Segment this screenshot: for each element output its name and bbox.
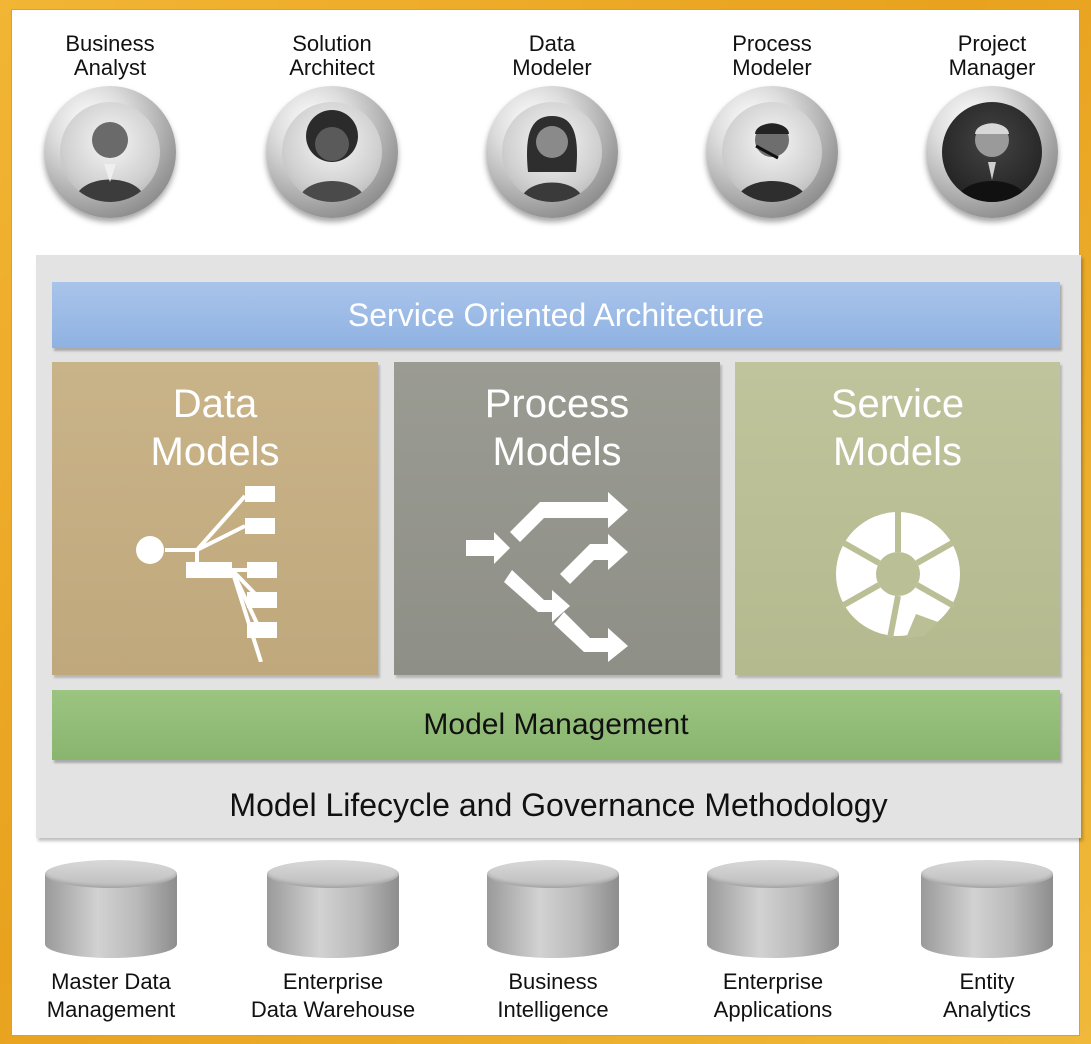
service-models-block: Service Models [735, 362, 1060, 675]
role-business-analyst: Business Analyst [10, 0, 210, 218]
role-process-modeler: Process Modeler [672, 0, 872, 218]
store-label: Enterprise Data Warehouse [250, 969, 416, 1022]
process-models-block: Process Models [394, 362, 720, 675]
avatar [926, 86, 1058, 218]
database-cylinder-icon [267, 860, 399, 960]
role-title: Data Modeler [512, 31, 592, 80]
role-title: Business Analyst [65, 31, 155, 80]
role-data-modeler: Data Modeler [452, 0, 652, 218]
store-label: Master Data Management [46, 969, 176, 1022]
role-title: Project Manager [948, 31, 1036, 80]
segmented-ring-icon [836, 510, 960, 639]
avatar [706, 86, 838, 218]
data-models-block: Data Models [52, 362, 378, 675]
model-title: Data Models [150, 382, 280, 474]
store-enterprise-data-warehouse: Enterprise Data Warehouse [228, 860, 438, 1024]
model-title: Process Models [484, 382, 630, 474]
store-label: Enterprise Applications [713, 969, 833, 1022]
avatar [486, 86, 618, 218]
role-project-manager: Project Manager [892, 0, 1091, 218]
store-label: Entity Analytics [942, 969, 1032, 1022]
role-title: Solution Architect [289, 31, 375, 80]
role-title: Process Modeler [732, 31, 812, 80]
tree-hierarchy-icon [136, 486, 277, 662]
store-label: Business Intelligence [497, 969, 609, 1022]
store-enterprise-applications: Enterprise Applications [668, 860, 878, 1024]
governance-methodology-label: Model Lifecycle and Governance Methodolo… [229, 786, 888, 823]
store-master-data-management: Master Data Management [6, 860, 216, 1024]
store-entity-analytics: Entity Analytics [882, 860, 1091, 1024]
store-business-intelligence: Business Intelligence [448, 860, 658, 1024]
avatar [44, 86, 176, 218]
role-solution-architect: Solution Architect [232, 0, 432, 218]
model-management-layer: Model Management [52, 690, 1060, 760]
process-flow-arrows-icon [466, 492, 628, 662]
soa-layer: Service Oriented Architecture [52, 282, 1060, 348]
database-cylinder-icon [487, 860, 619, 960]
database-cylinder-icon [921, 860, 1053, 960]
model-title: Service Models [830, 382, 965, 474]
avatar [266, 86, 398, 218]
database-cylinder-icon [707, 860, 839, 960]
database-cylinder-icon [45, 860, 177, 960]
